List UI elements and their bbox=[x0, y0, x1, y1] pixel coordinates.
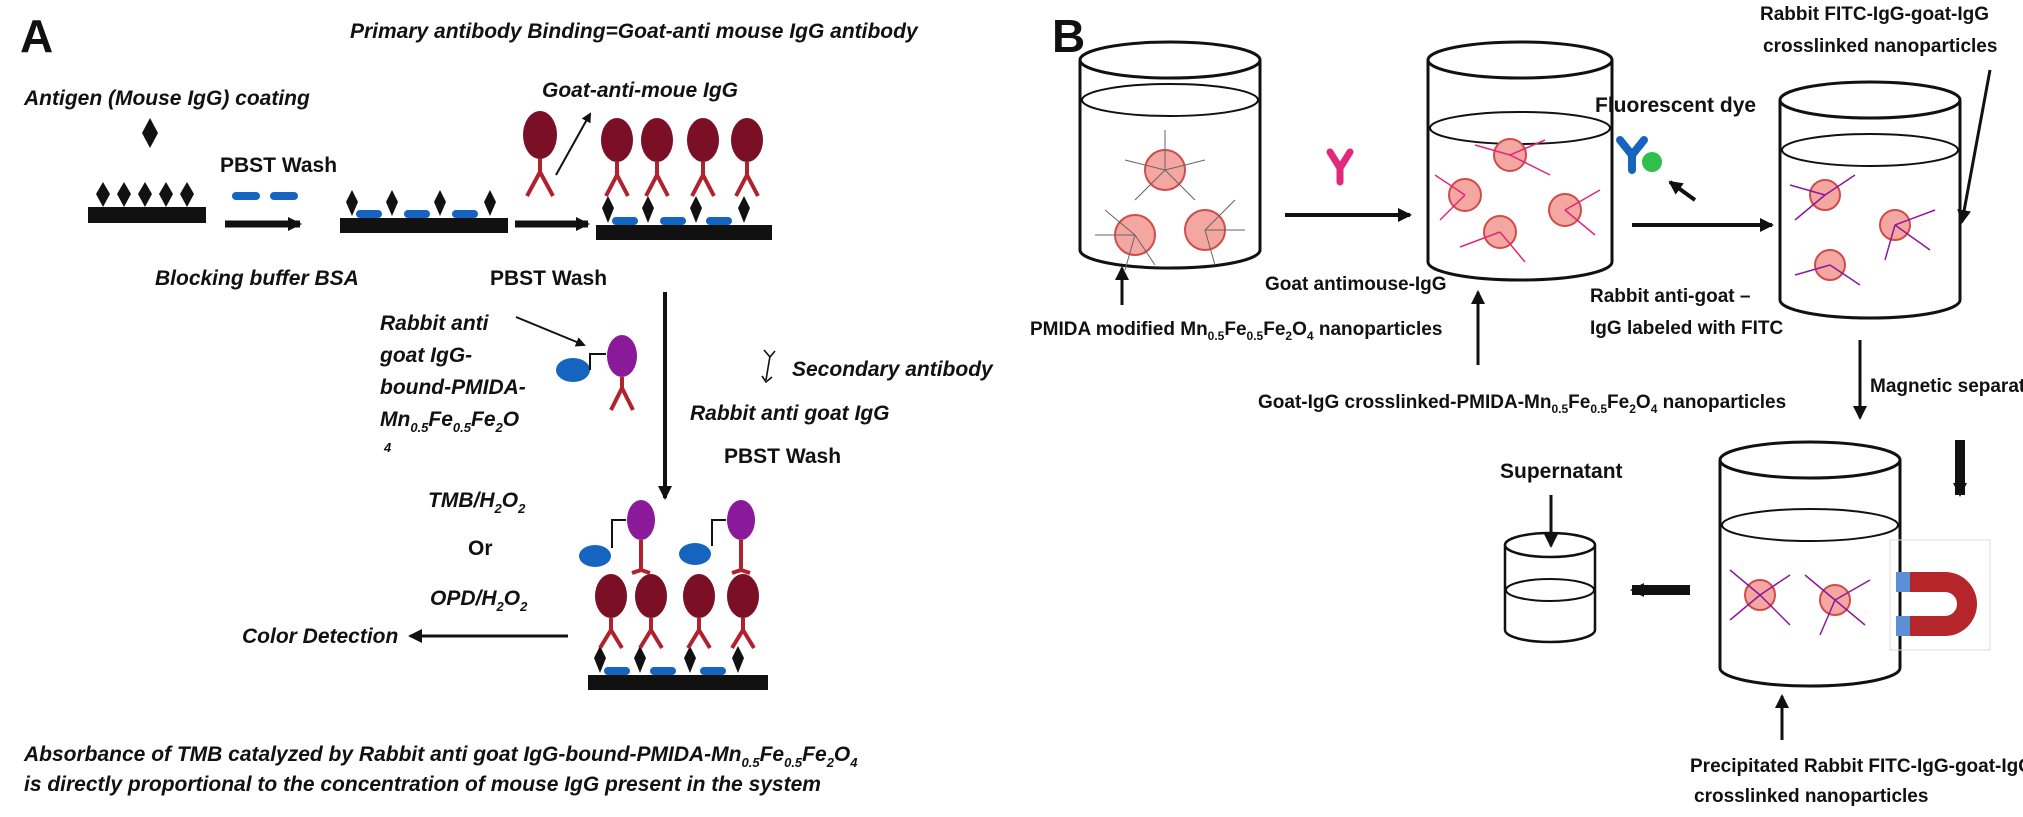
beaker-4 bbox=[1718, 440, 1902, 688]
goat-pointer-arrow bbox=[555, 112, 591, 176]
rabbit-antigoat-label-2: IgG labeled with FITC bbox=[1590, 318, 1783, 339]
double-arrow-icon bbox=[761, 349, 776, 384]
pmida-label: PMIDA modified Mn0.5Fe0.5Fe2O4 nanoparti… bbox=[1030, 319, 1442, 343]
color-detection-label: Color Detection bbox=[242, 625, 398, 648]
rabbit-label-line3: bound-PMIDA- bbox=[380, 376, 526, 399]
goat-igg-label: Goat-IgG crosslinked-PMIDA-Mn0.5Fe0.5Fe2… bbox=[1258, 392, 1786, 416]
arrow-to-beaker3 bbox=[1957, 69, 1992, 224]
rabbit-antigoat-label: Rabbit anti goat IgG bbox=[690, 402, 890, 425]
rabbit-label-line1: Rabbit anti bbox=[380, 312, 490, 335]
fluorescent-dye-label: Fluorescent dye bbox=[1595, 94, 1756, 117]
nanoparticle-cluster-1 bbox=[1095, 130, 1245, 271]
nanoparticle-cluster-3 bbox=[1789, 174, 1936, 286]
secondary-antibody-label: Secondary antibody bbox=[792, 358, 994, 381]
rabbit-fitc-label-2: crosslinked nanoparticles bbox=[1763, 36, 1997, 57]
caption-line1: Absorbance of TMB catalyzed by Rabbit an… bbox=[23, 743, 858, 770]
bsa-blocking-icon bbox=[232, 192, 298, 200]
precipitated-label-1: Precipitated Rabbit FITC-IgG-goat-IgG bbox=[1690, 756, 2023, 777]
rabbit-label-line5: 4 bbox=[383, 440, 392, 455]
panel-b-letter: B bbox=[1052, 10, 1085, 62]
magnet-icon bbox=[1889, 539, 1991, 651]
blocking-buffer-label: Blocking buffer BSA bbox=[155, 267, 359, 290]
primary-title: Primary antibody Binding=Goat-anti mouse… bbox=[350, 20, 919, 43]
pbst-wash-3: PBST Wash bbox=[724, 445, 841, 468]
beaker-2 bbox=[1426, 40, 1614, 282]
rabbit-label-line2: goat IgG- bbox=[379, 344, 472, 367]
antigen-plate-step1 bbox=[88, 118, 206, 223]
blocked-plate-step2 bbox=[340, 190, 508, 233]
arrow-to-fitc bbox=[1668, 180, 1697, 202]
or-label: Or bbox=[468, 537, 493, 560]
nanoparticle-cluster-2 bbox=[1434, 138, 1601, 263]
goat-antibody-icon bbox=[1326, 148, 1354, 186]
rabbit-antigoat-label-1: Rabbit anti-goat – bbox=[1590, 286, 1750, 307]
panel-a-letter: A bbox=[20, 10, 53, 62]
antigen-coating-label: Antigen (Mouse IgG) coating bbox=[23, 87, 310, 110]
rabbit-pointer-arrow bbox=[515, 316, 586, 347]
supernatant-label: Supernatant bbox=[1500, 460, 1623, 483]
beaker-supernatant bbox=[1503, 531, 1597, 644]
goat-antimouse-label: Goat-anti-moue IgG bbox=[542, 79, 738, 102]
tmb-label: TMB/H2O2 bbox=[428, 489, 526, 516]
beaker-3 bbox=[1778, 80, 1962, 320]
pbst-wash-1: PBST Wash bbox=[220, 154, 337, 177]
rabbit-fitc-label-1: Rabbit FITC-IgG-goat-IgG bbox=[1760, 4, 1989, 25]
goat-antimouse-label-b: Goat antimouse-IgG bbox=[1265, 274, 1447, 295]
caption-line2: is directly proportional to the concentr… bbox=[24, 773, 821, 796]
magnetic-separation-label: Magnetic separation bbox=[1870, 376, 2023, 397]
opd-label: OPD/H2O2 bbox=[430, 587, 528, 614]
goat-plate-step3 bbox=[596, 118, 772, 240]
rabbit-conjugate-icon bbox=[556, 335, 637, 411]
rabbit-label-line4: Mn0.5Fe0.5Fe2O bbox=[380, 408, 519, 435]
precipitated-label-2: crosslinked nanoparticles bbox=[1694, 786, 1928, 807]
goat-antibody-single bbox=[523, 111, 557, 197]
fitc-antibody-icon bbox=[1616, 136, 1662, 174]
beaker-1 bbox=[1078, 40, 1262, 271]
pbst-wash-2: PBST Wash bbox=[490, 267, 607, 290]
nanoparticle-cluster-4 bbox=[1729, 569, 1871, 636]
final-sandwich-assembly bbox=[579, 500, 768, 690]
